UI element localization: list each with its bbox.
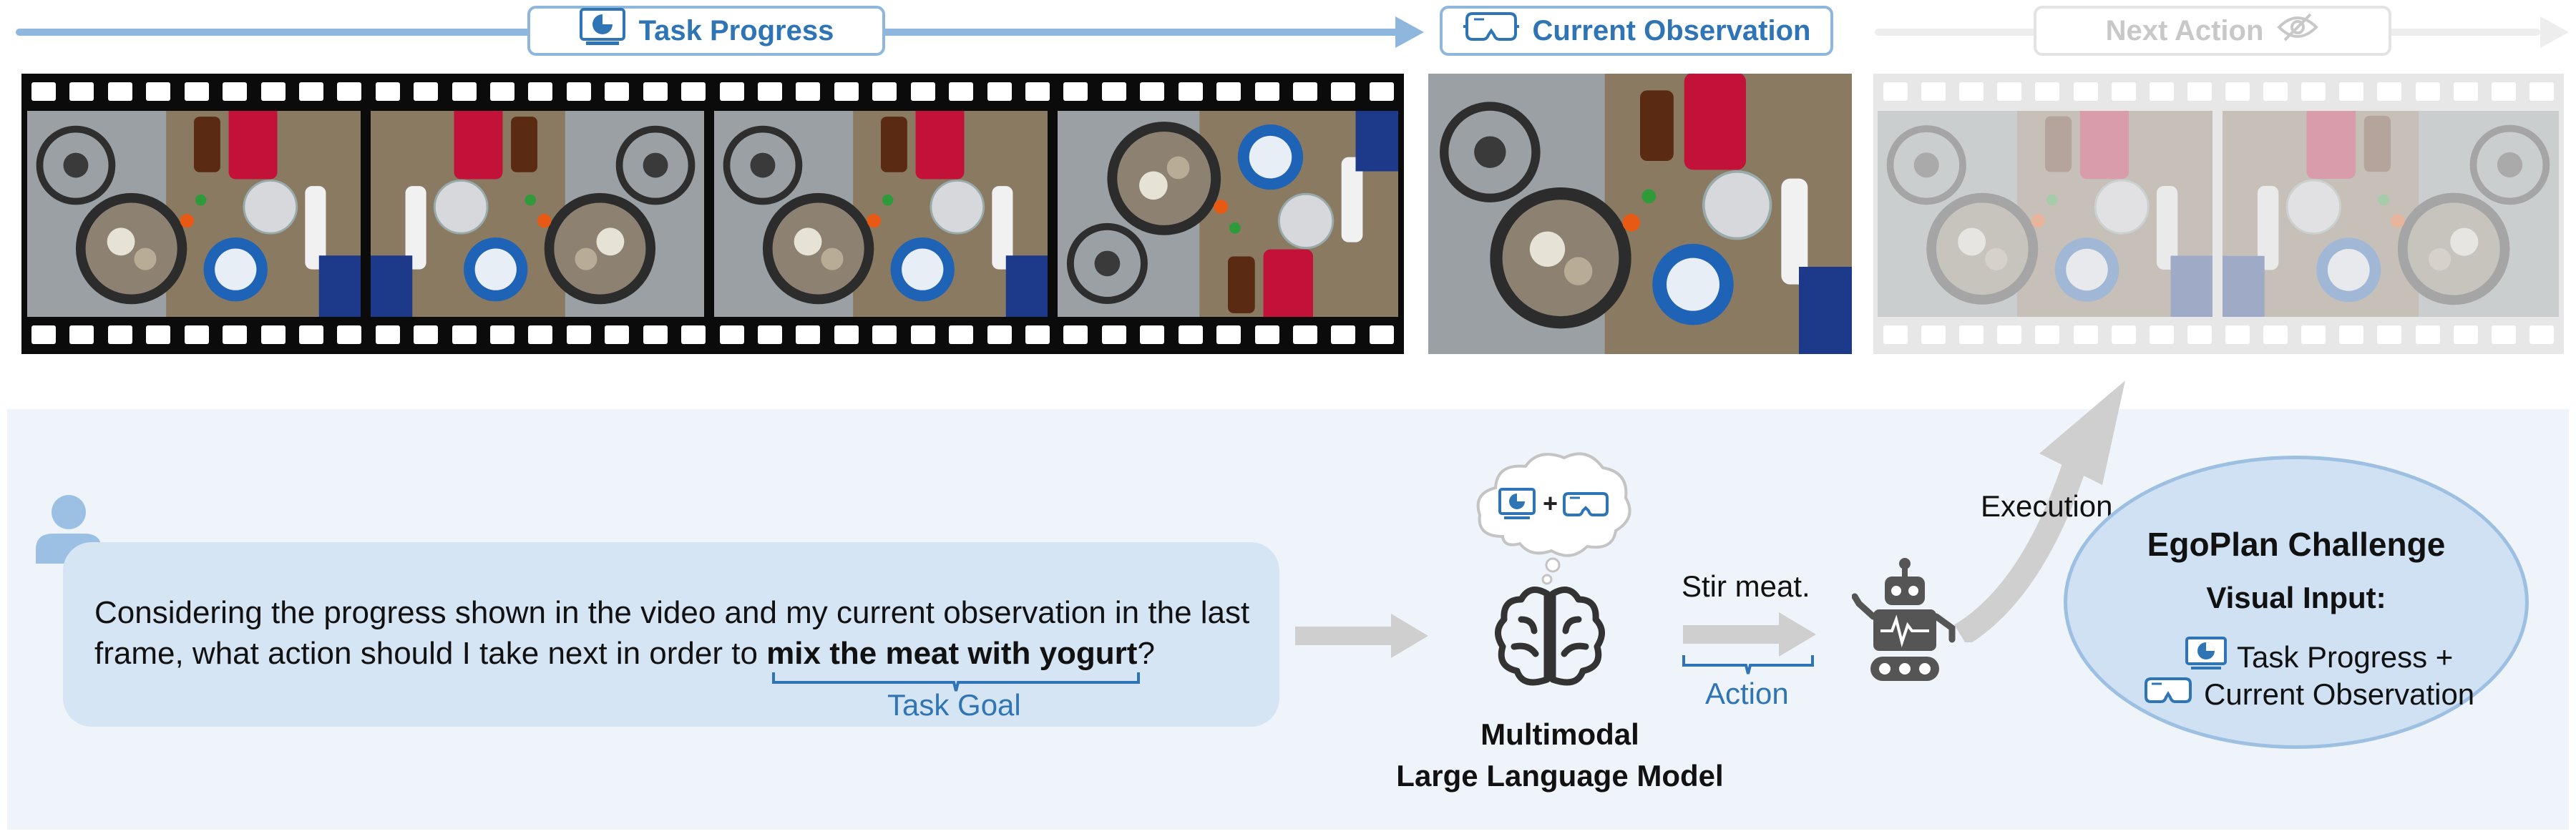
current-observation-label: Current Observation (1532, 14, 1811, 46)
vr-goggles-icon (1563, 492, 1609, 516)
timeline-arrowhead-progress (1395, 16, 1424, 48)
challenge-title: EgoPlan Challenge (2147, 526, 2446, 563)
monitor-chart-icon (579, 7, 626, 54)
action-text: Stir meat. (1682, 569, 1810, 603)
execution-arrow (1954, 381, 2125, 642)
task-progress-film-strip (21, 74, 1404, 354)
challenge-subtitle: Visual Input: (2206, 581, 2386, 614)
challenge-item-2-text: Current Observation (2204, 677, 2475, 711)
query-line-2-suffix: ? (1137, 636, 1155, 671)
vr-goggles-icon (1463, 9, 1520, 52)
thought-cloud-icon: + (1476, 452, 1631, 585)
query-to-model-arrow (1295, 614, 1428, 658)
thought-plus-sign: + (1543, 489, 1558, 518)
progress-frame-1 (27, 111, 361, 317)
eye-slash-icon (2276, 11, 2319, 50)
model-name-line-2: Large Language Model (1396, 759, 1724, 793)
brain-icon (1495, 587, 1605, 686)
query-line-2-prefix: frame, what action should I take next in… (94, 636, 767, 671)
progress-frame-3 (714, 111, 1048, 317)
task-goal-text: mix the meat with yogurt (766, 636, 1138, 671)
egoplan-challenge-ellipse (2064, 456, 2529, 749)
next-action-tag: Next Action (2034, 6, 2391, 56)
monitor-chart-icon (1498, 488, 1536, 519)
task-progress-label: Task Progress (638, 14, 834, 46)
task-goal-label: Task Goal (887, 688, 1021, 722)
model-to-robot-arrow (1683, 612, 1816, 657)
task-progress-tag: Task Progress (527, 6, 885, 56)
film-perforations-bottom (31, 325, 1394, 345)
model-name: Multimodal Large Language Model (1381, 714, 1739, 797)
action-brace (1682, 655, 1814, 674)
next-action-label: Next Action (2105, 14, 2264, 46)
film-perforations-top-faded (1883, 82, 2554, 102)
model-name-line-1: Multimodal (1480, 717, 1639, 751)
query-text: Considering the progress shown in the vi… (94, 592, 1282, 674)
progress-frame-2 (371, 111, 704, 317)
vr-goggles-icon (2142, 675, 2194, 714)
task-goal-brace (772, 672, 1140, 692)
film-perforations-top (31, 82, 1394, 102)
query-line-2: frame, what action should I take next in… (94, 633, 1282, 674)
query-bubble (63, 542, 1279, 727)
current-observation-frame (1428, 74, 1852, 354)
query-line-1: Considering the progress shown in the vi… (94, 595, 1250, 630)
challenge-item-current-observation: Current Observation (2142, 675, 2474, 714)
next-action-frame-2 (2223, 111, 2559, 317)
monitor-chart-icon (2185, 637, 2227, 678)
next-action-film-strip (1873, 74, 2564, 354)
film-perforations-bottom-faded (1883, 325, 2554, 345)
progress-frame-4 (1058, 111, 1398, 317)
next-action-frame-1 (1878, 111, 2212, 317)
challenge-item-task-progress: Task Progress + (2185, 637, 2453, 678)
timeline-arrowhead-future (2540, 16, 2569, 48)
current-observation-tag: Current Observation (1440, 6, 1833, 56)
execution-label: Execution (1981, 489, 2113, 523)
action-label: Action (1705, 677, 1789, 710)
robot-icon (1852, 558, 1956, 681)
challenge-item-1-text: Task Progress + (2237, 640, 2454, 674)
